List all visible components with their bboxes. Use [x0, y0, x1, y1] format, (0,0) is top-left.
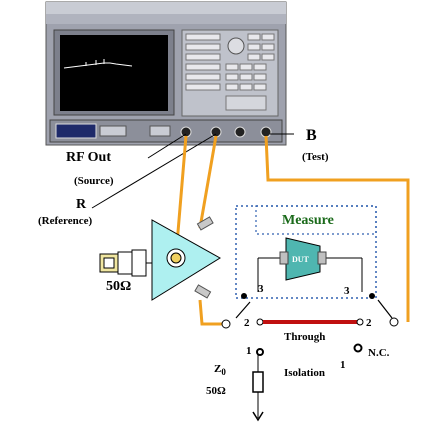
rf-out-port-icon	[180, 126, 192, 138]
z0-label: Z0	[214, 363, 226, 377]
b-port-icon	[260, 126, 272, 138]
through-label: Through	[284, 331, 326, 343]
port3-right-label: 3	[344, 285, 350, 297]
source-label: (Source)	[74, 175, 114, 187]
port1-right-label: 1	[340, 359, 346, 371]
network-analyzer	[45, 1, 287, 146]
front-panel-buttons	[181, 29, 279, 117]
isolation-label: Isolation	[284, 367, 325, 379]
through-line	[256, 318, 364, 326]
r-label: R	[76, 197, 87, 212]
analyzer-screen	[60, 35, 168, 111]
splitter-output-cable	[198, 299, 224, 326]
fifty-ohm-left-label: 50Ω	[106, 279, 132, 294]
b-label: B	[306, 127, 317, 144]
reference-cable	[198, 135, 218, 229]
port2-left-label: 2	[244, 317, 250, 329]
load-50-ohm	[99, 249, 152, 277]
measure-label: Measure	[282, 213, 334, 228]
isolation-termination	[252, 343, 363, 422]
dut-label: DUT	[292, 255, 309, 264]
rf-out-label: RF Out	[66, 150, 111, 165]
port2-right-label: 2	[366, 317, 372, 329]
a-port-icon	[234, 126, 246, 138]
power-splitter	[151, 216, 221, 301]
port1-left-label: 1	[246, 345, 252, 357]
nc-label: N.C.	[368, 347, 390, 359]
switch-contacts	[221, 293, 399, 329]
test-cable	[264, 135, 410, 322]
port3-left-label: 3	[258, 283, 264, 295]
test-label: (Test)	[302, 151, 329, 163]
r-port-icon	[210, 126, 222, 138]
dut-block	[257, 237, 363, 292]
fifty-ohm-bottom-label: 50Ω	[206, 385, 226, 397]
reference-label: (Reference)	[38, 215, 93, 227]
